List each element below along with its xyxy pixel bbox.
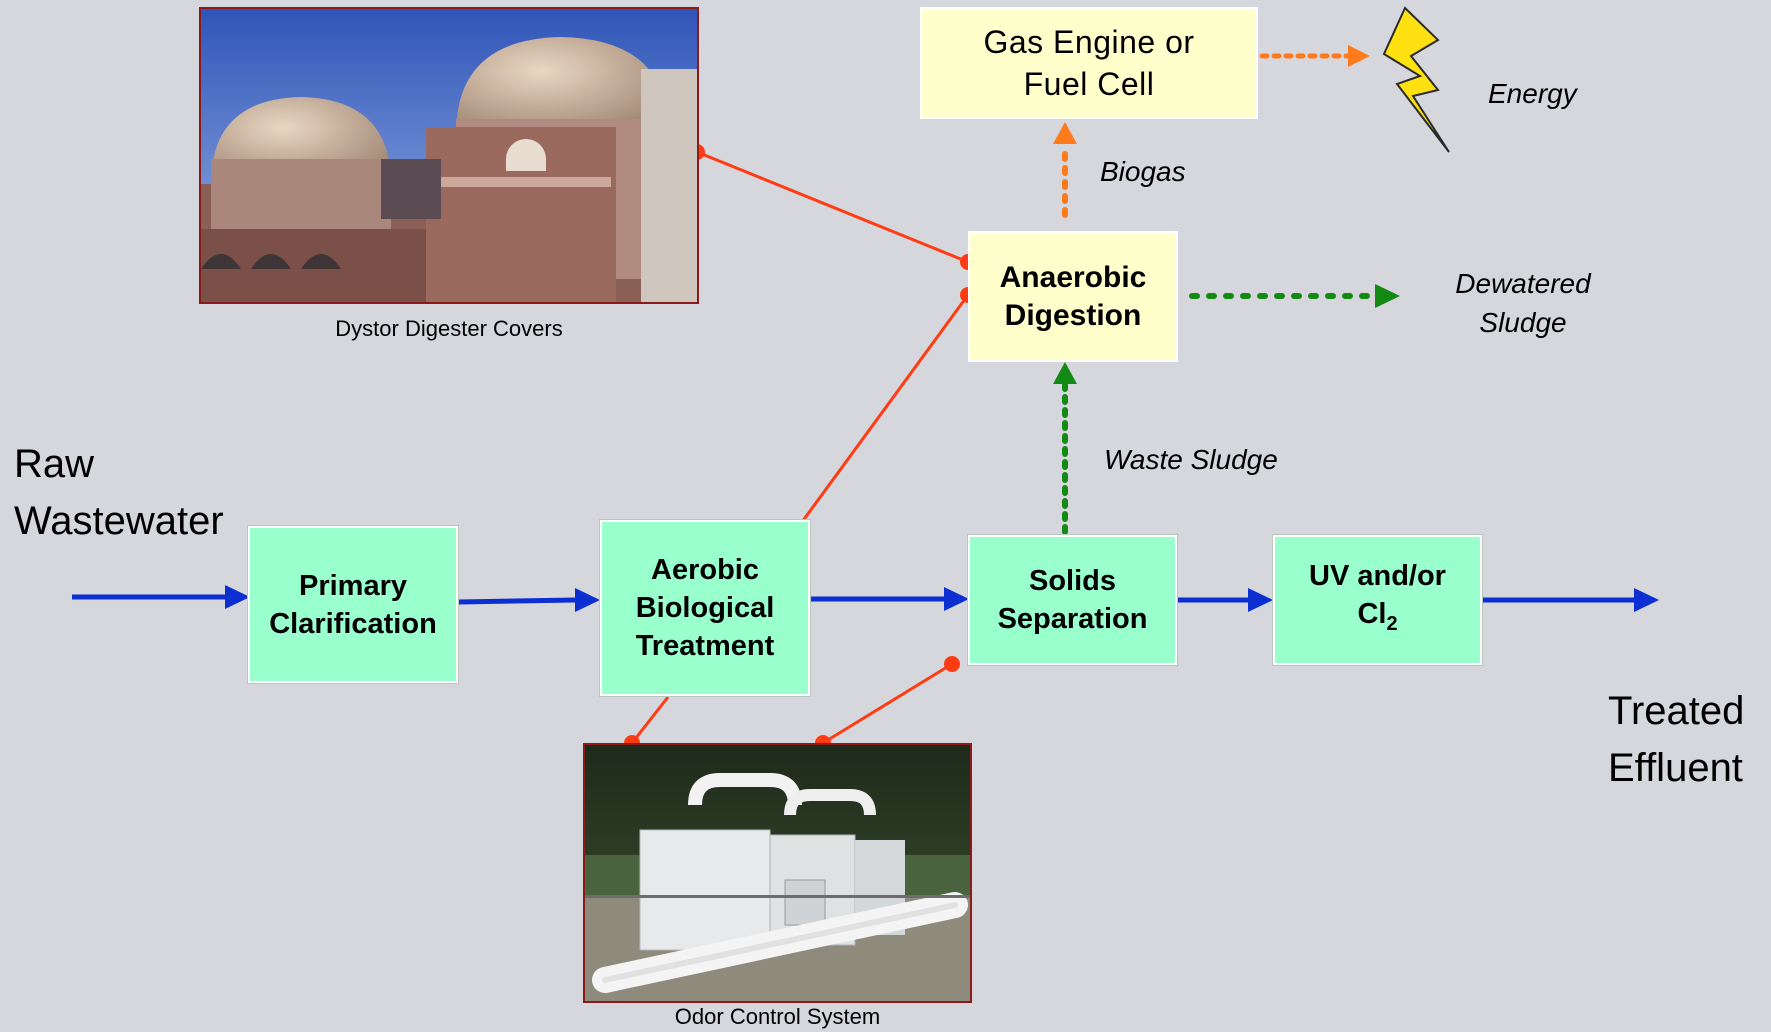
- treated-effluent-label: Treated Effluent: [1608, 683, 1744, 797]
- primary-clarification-label: Primary Clarification: [269, 569, 437, 640]
- digester-covers-photo: [199, 7, 699, 304]
- connector-solids-to-odor: [822, 662, 953, 745]
- biogas-label: Biogas: [1100, 156, 1186, 187]
- uv-cl2-text: UV and/or Cl: [1309, 560, 1446, 631]
- solids-separation-label: Solids Separation: [997, 565, 1148, 635]
- energy-arrow: [1259, 45, 1370, 67]
- gas-engine-label: Gas Engine or Fuel Cell: [983, 24, 1195, 102]
- treated-label-line1: Treated: [1608, 689, 1745, 733]
- odor-control-photo: [583, 743, 972, 1003]
- connector-digester-photo: [696, 150, 969, 264]
- raw-label-line1: Raw: [14, 442, 95, 486]
- anaerobic-digestion-label: Anaerobic Digestion: [999, 260, 1147, 332]
- uv-cl2-label: UV and/or Cl2: [1288, 557, 1468, 643]
- arrowhead: [1248, 588, 1273, 612]
- anaerobic-digestion-box: Anaerobic Digestion: [968, 231, 1178, 362]
- connector-dot: [944, 656, 960, 672]
- arrowhead: [944, 587, 969, 611]
- energy-label: Energy: [1488, 78, 1577, 109]
- primary-clarification-box: Primary Clarification: [248, 526, 458, 683]
- dewatered-sludge-arrow: [1189, 284, 1400, 308]
- lightning-bolt-icon: [1382, 6, 1450, 153]
- uv-cl2-box: UV and/or Cl2: [1273, 535, 1482, 665]
- biogas-arrow: [1053, 122, 1077, 218]
- dewatered-sludge-label: Dewatered Sludge: [1455, 268, 1591, 338]
- connector-aerobic-to-odor: [630, 696, 670, 744]
- connector-aerobic-to-digestion: [800, 294, 970, 523]
- treated-label-line2: Effluent: [1608, 746, 1743, 790]
- arrowhead: [225, 585, 250, 609]
- aerobic-treatment-box: Aerobic Biological Treatment: [600, 520, 810, 696]
- raw-label-line2: Wastewater: [14, 499, 224, 543]
- uv-cl2-subscript: 2: [1386, 612, 1398, 635]
- raw-wastewater-label: Raw Wastewater: [14, 436, 224, 550]
- waste-sludge-arrow: [1053, 362, 1077, 535]
- waste-sludge-label: Waste Sludge: [1104, 444, 1278, 475]
- arrowhead: [1634, 588, 1659, 612]
- main-flow-arrows: [72, 585, 1659, 612]
- arrowhead: [575, 588, 600, 612]
- digester-caption: Dystor Digester Covers: [335, 316, 563, 341]
- solids-separation-box: Solids Separation: [968, 535, 1177, 665]
- gas-engine-box: Gas Engine or Fuel Cell: [920, 7, 1258, 119]
- flow-arrow-primary-to-aerobic: [457, 597, 576, 605]
- aerobic-treatment-label: Aerobic Biological Treatment: [635, 554, 775, 662]
- odor-caption: Odor Control System: [674, 1004, 881, 1029]
- photo-connectors: [630, 150, 970, 745]
